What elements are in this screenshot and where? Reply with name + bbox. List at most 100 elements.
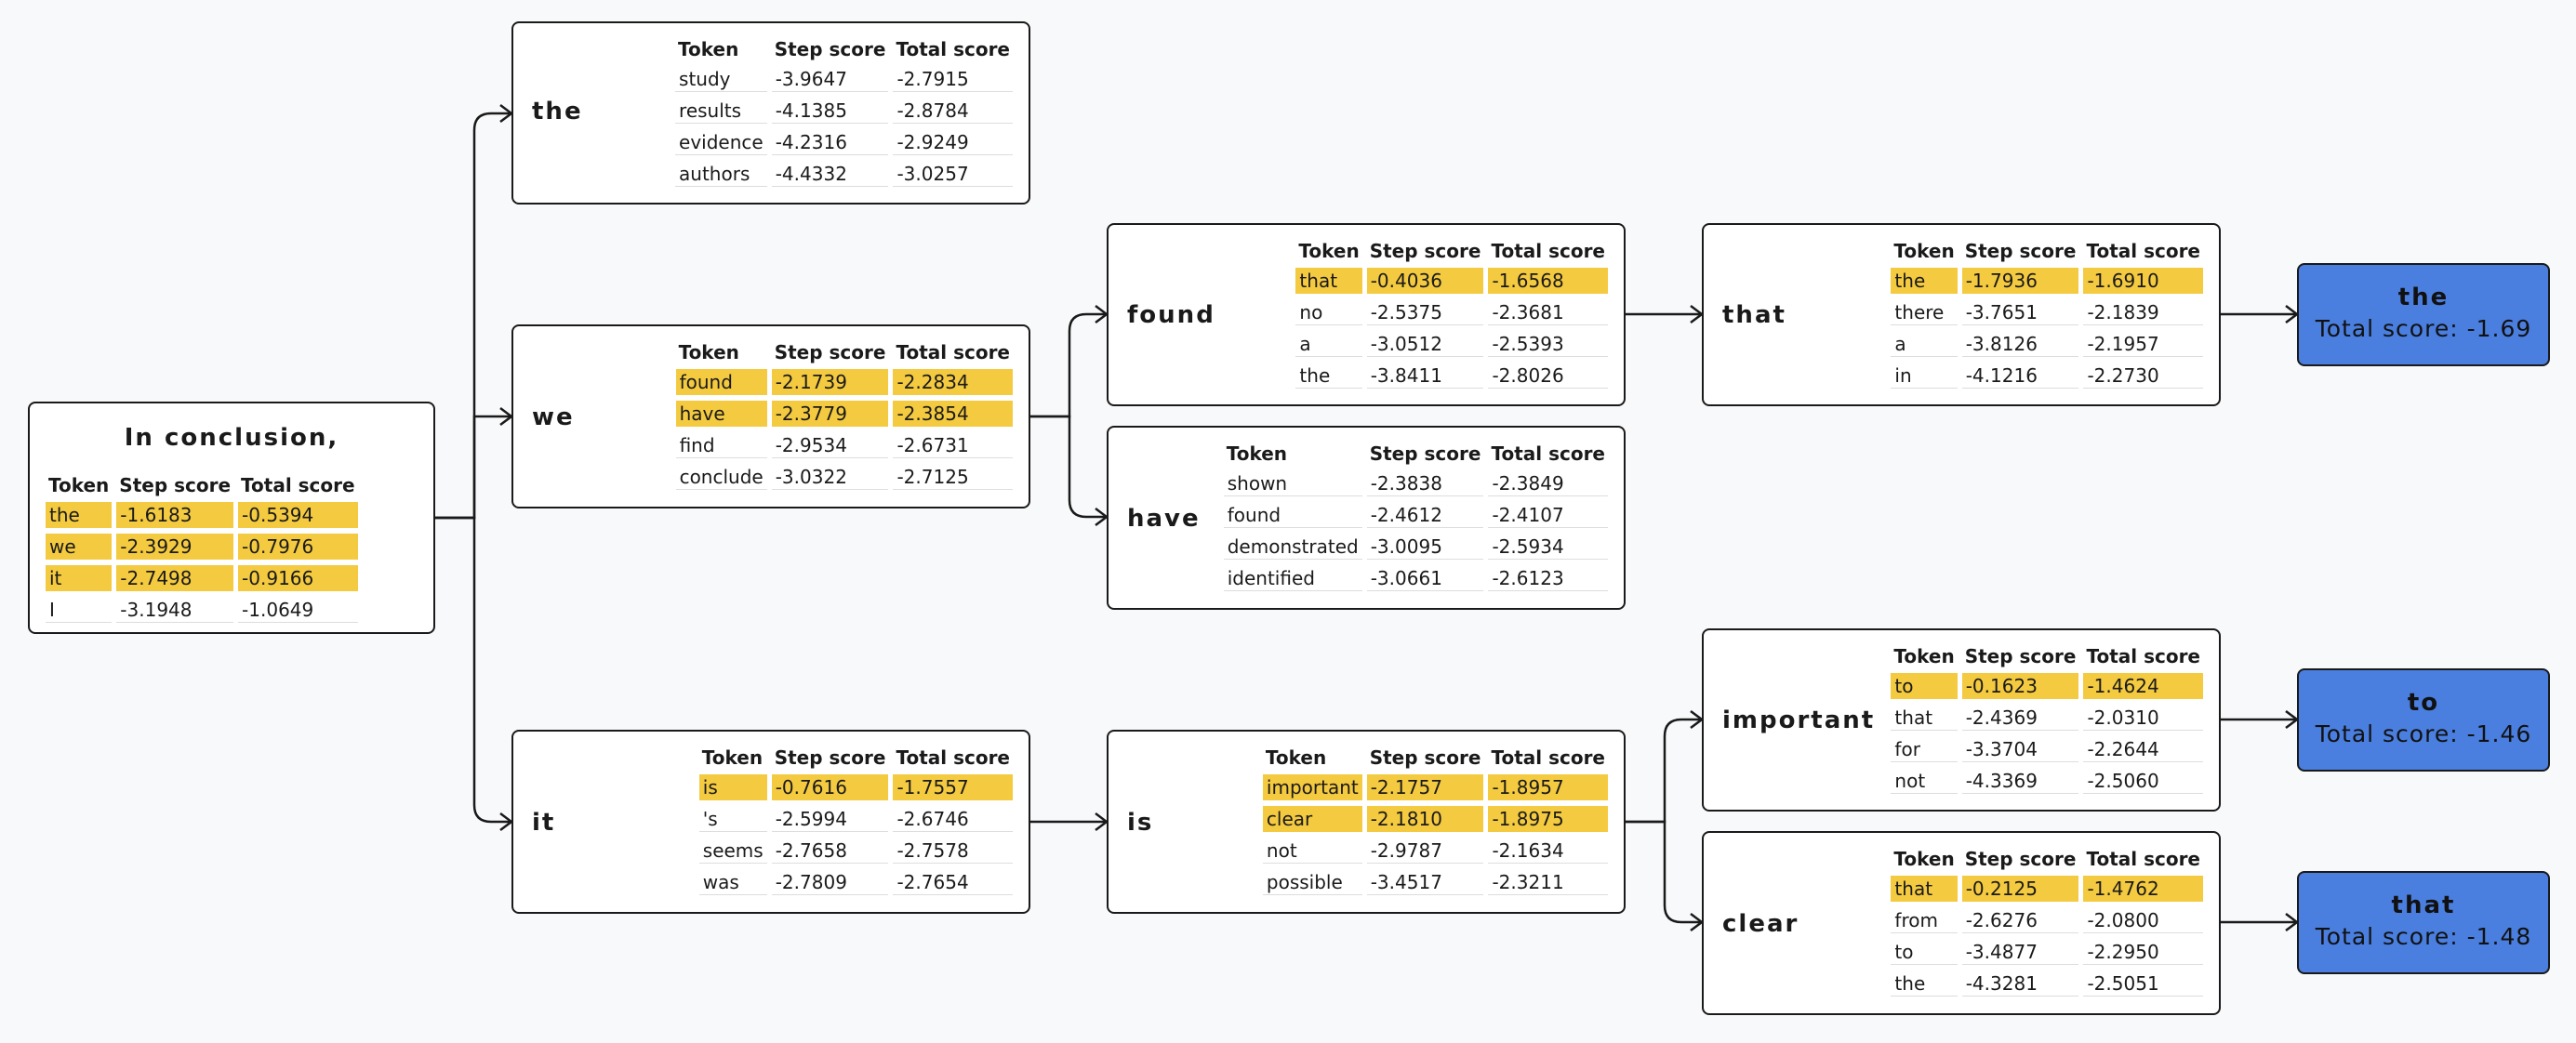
total-score-cell: -1.8975 xyxy=(1488,806,1608,832)
step-score-cell: -4.4332 xyxy=(771,161,889,187)
token-cell: results xyxy=(675,98,767,124)
step-score-cell: -2.1739 xyxy=(771,369,889,395)
step-score-cell: -0.7616 xyxy=(771,774,889,800)
step-score-cell: -2.1810 xyxy=(1366,806,1484,832)
token-cell: that xyxy=(1891,876,1958,902)
token-cell: authors xyxy=(675,161,767,187)
col-step-header: Step score xyxy=(1369,442,1481,465)
table-row: identified-3.0661-2.6123 xyxy=(1223,565,1608,591)
total-score-cell: -0.7976 xyxy=(238,534,358,560)
edge-root-we xyxy=(434,416,511,520)
node-is-title: is xyxy=(1127,809,1154,837)
step-score-cell: -2.5994 xyxy=(771,806,889,832)
step-score-cell: -2.4612 xyxy=(1366,502,1484,528)
total-score-cell: -2.2730 xyxy=(2083,363,2203,389)
total-score-cell: -1.6910 xyxy=(2083,268,2203,294)
table-row: evidence-4.2316-2.9249 xyxy=(675,129,1013,155)
total-score-cell: -2.3849 xyxy=(1488,470,1608,496)
token-cell: I xyxy=(46,597,113,623)
step-score-cell: -3.0322 xyxy=(771,464,889,490)
col-token-header: Token xyxy=(678,341,739,363)
token-cell: seems xyxy=(698,838,767,864)
total-score-cell: -2.3854 xyxy=(893,401,1013,427)
table-row: a-3.0512-2.5393 xyxy=(1295,331,1608,357)
result-that: that Total score: -1.48 xyxy=(2297,871,2550,974)
step-score-cell: -3.1948 xyxy=(116,597,234,623)
token-cell: found xyxy=(675,369,767,395)
token-cell: found xyxy=(1223,502,1362,528)
total-score-cell: -2.3681 xyxy=(1488,299,1608,325)
step-score-cell: -3.8126 xyxy=(1961,331,2079,357)
total-score-cell: -2.5060 xyxy=(2083,768,2203,794)
step-score-cell: -1.7936 xyxy=(1961,268,2079,294)
token-cell: the xyxy=(1891,268,1958,294)
step-score-cell: -3.0512 xyxy=(1366,331,1484,357)
token-cell: to xyxy=(1891,673,1958,699)
table-row: was-2.7809-2.7654 xyxy=(698,869,1013,895)
result-the: the Total score: -1.69 xyxy=(2297,263,2550,366)
token-cell: there xyxy=(1891,299,1958,325)
token-cell: important xyxy=(1262,774,1362,800)
step-score-cell: -3.4877 xyxy=(1961,939,2079,965)
table-row: that-0.4036-1.6568 xyxy=(1295,268,1608,294)
table-row: not-4.3369-2.5060 xyxy=(1891,768,2203,794)
total-score-cell: -2.7578 xyxy=(893,838,1013,864)
step-score-cell: -4.1216 xyxy=(1961,363,2079,389)
col-step-header: Step score xyxy=(774,38,886,60)
token-cell: have xyxy=(675,401,767,427)
table-row: a-3.8126-2.1957 xyxy=(1891,331,2203,357)
table-row: is-0.7616-1.7557 xyxy=(698,774,1013,800)
total-score-cell: -2.2834 xyxy=(893,369,1013,395)
total-score-cell: -2.8784 xyxy=(893,98,1013,124)
table-row: found-2.4612-2.4107 xyxy=(1223,502,1608,528)
node-it-title: it xyxy=(532,809,556,837)
result-to-score: Total score: -1.46 xyxy=(2315,720,2532,747)
token-cell: demonstrated xyxy=(1223,534,1362,560)
total-score-cell: -2.5051 xyxy=(2083,970,2203,997)
node-important-title: important xyxy=(1722,706,1876,734)
table-row: the-3.8411-2.8026 xyxy=(1295,363,1608,389)
token-cell: the xyxy=(46,502,113,528)
step-score-cell: -2.9787 xyxy=(1366,838,1484,864)
col-total-header: Total score xyxy=(1491,442,1605,465)
table-row: the-4.3281-2.5051 xyxy=(1891,970,2203,997)
token-cell: not xyxy=(1891,768,1958,794)
col-step-header: Step score xyxy=(1964,645,2077,667)
token-cell: in xyxy=(1891,363,1958,389)
col-total-header: Total score xyxy=(2086,848,2200,870)
table-row: not-2.9787-2.1634 xyxy=(1262,838,1608,864)
token-cell: was xyxy=(698,869,767,895)
total-score-cell: -2.1634 xyxy=(1488,838,1608,864)
result-the-token: the xyxy=(2397,284,2450,311)
step-score-cell: -3.0661 xyxy=(1366,565,1484,591)
table-row: we-2.3929-0.7976 xyxy=(46,534,358,560)
edge-root-it xyxy=(434,516,511,822)
total-score-cell: -2.5393 xyxy=(1488,331,1608,357)
table-row: no-2.5375-2.3681 xyxy=(1295,299,1608,325)
total-score-cell: -2.0800 xyxy=(2083,907,2203,933)
table-row: there-3.7651-2.1839 xyxy=(1891,299,2203,325)
table-row: important-2.1757-1.8957 xyxy=(1262,774,1608,800)
col-token-header: Token xyxy=(1893,240,1955,262)
table-row: study-3.9647-2.7915 xyxy=(675,66,1013,92)
node-found-title: found xyxy=(1127,301,1215,329)
total-score-cell: -1.0649 xyxy=(238,597,358,623)
table-row: for-3.3704-2.2644 xyxy=(1891,736,2203,762)
token-cell: conclude xyxy=(675,464,767,490)
total-score-cell: -2.7125 xyxy=(893,464,1013,490)
table-row: results-4.1385-2.8784 xyxy=(675,98,1013,124)
